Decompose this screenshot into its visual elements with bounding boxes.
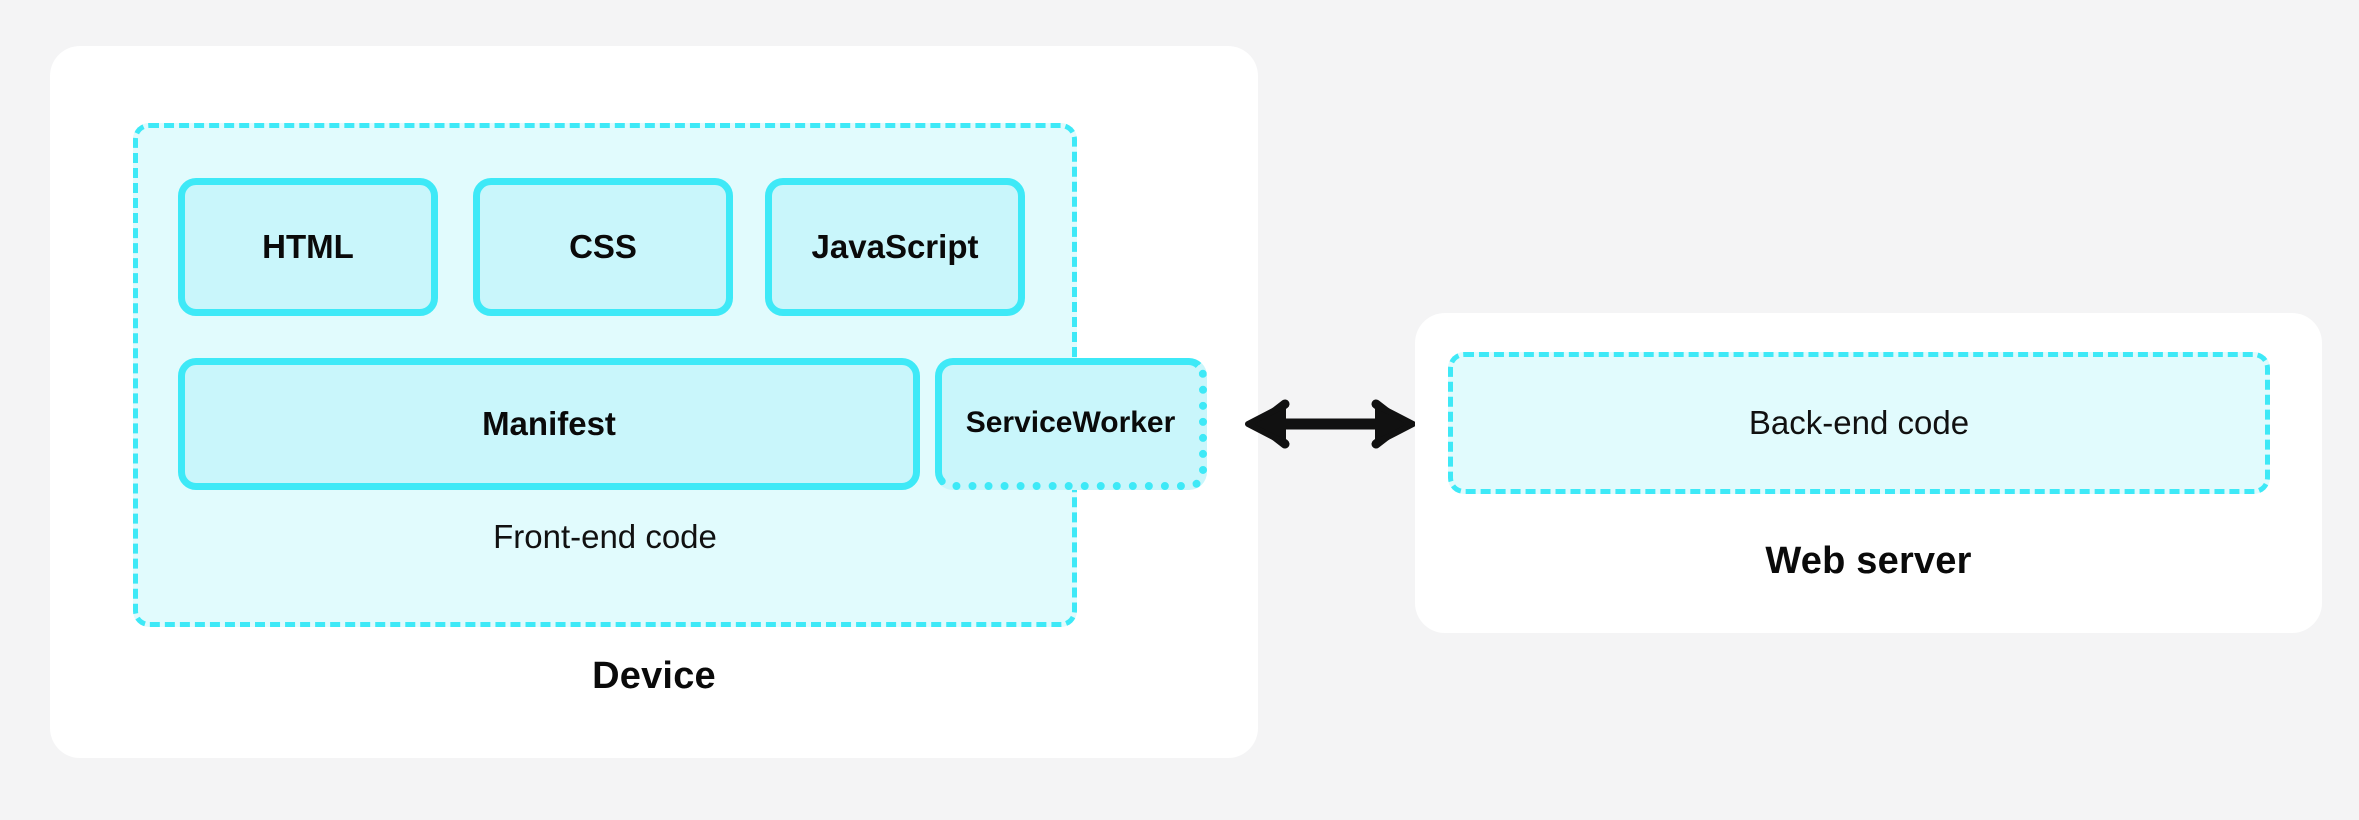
component-box-html[interactable]: HTML — [178, 178, 438, 316]
component-box-manifest[interactable]: Manifest — [178, 358, 920, 490]
service-worker-label-line2: Worker — [1072, 406, 1176, 440]
device-label: Device — [592, 655, 716, 697]
service-worker-label-line1: Service — [965, 406, 1073, 440]
backend-code-region — [1448, 352, 2270, 494]
web-server-label: Web server — [1765, 540, 1972, 582]
component-box-service-worker[interactable]: Service Worker — [935, 358, 1207, 490]
frontend-code-label: Front-end code — [493, 518, 717, 555]
double-headed-arrow-icon — [1245, 399, 1416, 449]
backend-code-label: Back-end code — [1748, 404, 1970, 441]
component-box-javascript[interactable]: JavaScript — [765, 178, 1025, 316]
component-box-css[interactable]: CSS — [473, 178, 733, 316]
